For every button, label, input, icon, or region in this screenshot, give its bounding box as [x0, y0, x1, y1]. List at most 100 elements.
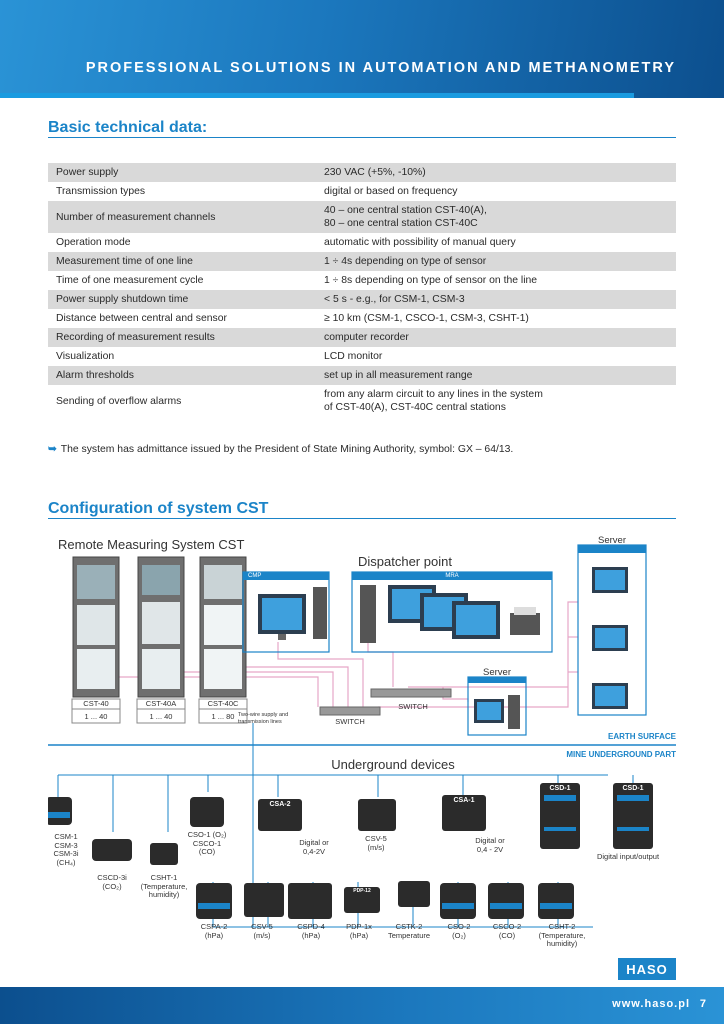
cabinet-name: CST-40C — [207, 699, 239, 708]
spec-value: from any alarm circuit to any lines in t… — [324, 389, 543, 413]
spec-row: Measurement time of one line 1 ÷ 4s depen… — [48, 252, 676, 271]
device-caption: Digital or 0,4-2V — [299, 838, 329, 856]
spec-label: Distance between central and sensor — [56, 313, 227, 324]
spec-table: Power supply 230 VAC (+5%, -10%) Transmiss… — [48, 163, 676, 417]
spec-label: Power supply shutdown time — [56, 294, 189, 305]
device-caption: CSPD-4 (hPa) — [297, 922, 325, 940]
server-monitor-icon — [592, 567, 628, 709]
device-caption: CSHT-2 (Temperature, humidity) — [538, 922, 586, 948]
haso-logo-text: HASO — [626, 962, 668, 977]
spec-row: Power supply 230 VAC (+5%, -10%) — [48, 163, 676, 182]
device-caption: CSCO-2 (CO) — [492, 922, 522, 940]
remote-title: Remote Measuring System CST — [58, 537, 245, 552]
spec-label: Visualization — [56, 351, 115, 362]
spec-label: Time of one measurement cycle — [56, 275, 204, 286]
csd1-tag: CSD-1 — [622, 785, 644, 792]
spec-label: Operation mode — [56, 237, 131, 248]
device-caption: CSPA-2 (hPa) — [200, 922, 228, 940]
cmp-label: CMP — [248, 573, 262, 579]
mra-label: MRA — [445, 573, 459, 579]
earth-surface-label: EARTH SURFACE — [607, 732, 676, 741]
note-text: The system has admittance issued by the … — [60, 444, 514, 455]
csa1-tag: CSA-1 — [453, 797, 475, 804]
spec-value: ≥ 10 km (CSM-1, CSCO-1, CSM-3, CSHT-1) — [324, 313, 529, 324]
system-diagram: Remote Measuring System CST Dispatcher p… — [48, 527, 676, 987]
spec-row: Power supply shutdown time < 5 s - e.g., … — [48, 290, 676, 309]
spec-value: 1 ÷ 4s depending on type of sensor — [324, 256, 487, 267]
spec-row: Number of measurement channels 40 – one c… — [48, 201, 676, 233]
spec-row: Operation mode automatic with possibility… — [48, 233, 676, 252]
cabinet-range: 1 ... 40 — [149, 712, 173, 721]
spec-row: Distance between central and sensor ≥ 10 … — [48, 309, 676, 328]
spec-row: Time of one measurement cycle 1 ÷ 8s depe… — [48, 271, 676, 290]
spec-value: automatic with possibility of manual que… — [324, 237, 516, 248]
admittance-note: ➥The system has admittance issued by the… — [48, 443, 513, 455]
spec-value: 230 VAC (+5%, -10%) — [324, 167, 426, 178]
spec-row: Alarm thresholds set up in all measuremen… — [48, 366, 676, 385]
two-wire-label: Two-wire supply and transmission lines — [238, 712, 289, 725]
server-mid-label: Server — [483, 667, 511, 678]
spec-label: Alarm thresholds — [56, 370, 134, 381]
device-caption: CSV-5 (m/s) — [365, 834, 387, 852]
csd1-tag: CSD-1 — [549, 785, 571, 792]
device-caption: CSHT-1 (Temperature, humidity) — [140, 873, 188, 899]
dispatcher-title: Dispatcher point — [358, 554, 452, 569]
switch-icon — [319, 706, 381, 716]
cabinet-cst-40 — [72, 556, 120, 698]
spec-label: Measurement time of one line — [56, 256, 193, 267]
spec-value: LCD monitor — [324, 351, 383, 362]
underground-title: Underground devices — [331, 757, 455, 772]
spec-value: < 5 s - e.g., for CSM-1, CSM-3 — [324, 294, 465, 305]
haso-logo — [618, 958, 676, 980]
cabinet-name: CST-40A — [145, 699, 177, 708]
device-caption: CSM-1 CSM-3 CSM-3i (CH₄) — [53, 832, 79, 867]
device-caption: CSTK-2 Temperature — [387, 922, 431, 940]
spec-value: 1 ÷ 8s depending on type of sensor on th… — [324, 275, 538, 286]
device-caption: CSV-5 (m/s) — [251, 922, 273, 940]
switch-left-label: SWITCH — [335, 717, 365, 726]
switch-icon — [370, 688, 452, 698]
spec-value: digital or based on frequency — [324, 186, 458, 197]
printer-icon — [510, 613, 540, 635]
pdp-tag: PDP-12 — [353, 888, 371, 894]
cabinet-cst-40a — [137, 556, 185, 698]
spec-row: Transmission types digital or based on fr… — [48, 182, 676, 201]
cabinet-name: CST-40 — [83, 699, 109, 708]
spec-value: computer recorder — [324, 332, 409, 343]
footer-bar: www.haso.pl 7 — [0, 987, 724, 1024]
cabinet-cst-40c — [199, 556, 247, 698]
pc-tower-icon — [313, 587, 327, 639]
section-title-configuration: Configuration of system CST — [48, 500, 269, 517]
banner-title: PROFESSIONAL SOLUTIONS IN AUTOMATION AND… — [85, 60, 676, 76]
spec-row: Sending of overflow alarms from any alarm… — [48, 385, 676, 417]
device-caption: CSO-2 (O₂) — [447, 922, 471, 940]
spec-label: Number of measurement channels — [56, 211, 216, 223]
banner-underline — [0, 93, 634, 98]
device-caption: CSO-1 (O₂) CSCO-1 (CO) — [187, 830, 227, 856]
spec-value: set up in all measurement range — [324, 370, 473, 381]
csa2-tag: CSA-2 — [269, 801, 291, 808]
device-caption: CSCD-3i (CO₂) — [97, 873, 127, 891]
arrow-icon: ➥ — [48, 444, 57, 455]
cabinet-range: 1 ... 80 — [211, 712, 235, 721]
underground-part-label: MINE UNDERGROUND PART — [566, 750, 676, 759]
section-title-basic-data: Basic technical data: — [48, 119, 208, 136]
diagram-svg — [48, 544, 676, 980]
server-top-label: Server — [598, 535, 626, 546]
section-rule — [48, 518, 676, 519]
section-rule — [48, 137, 676, 138]
spec-row: Recording of measurement results computer… — [48, 328, 676, 347]
spec-label: Sending of overflow alarms — [56, 395, 182, 407]
cabinet-range: 1 ... 40 — [84, 712, 108, 721]
device-caption: Digital input/output — [596, 852, 660, 861]
spec-label: Power supply — [56, 167, 119, 178]
spec-value: 40 – one central station CST-40(A), 80 –… — [324, 205, 487, 229]
page-number: 7 — [699, 998, 706, 1010]
spec-row: Visualization LCD monitor — [48, 347, 676, 366]
device-caption: PDP-1x (hPa) — [346, 922, 372, 940]
footer-url[interactable]: www.haso.pl — [612, 998, 690, 1010]
spec-label: Recording of measurement results — [56, 332, 215, 343]
spec-label: Transmission types — [56, 186, 146, 197]
switch-right-label: SWITCH — [398, 702, 428, 711]
header-banner: PROFESSIONAL SOLUTIONS IN AUTOMATION AND… — [0, 0, 724, 98]
